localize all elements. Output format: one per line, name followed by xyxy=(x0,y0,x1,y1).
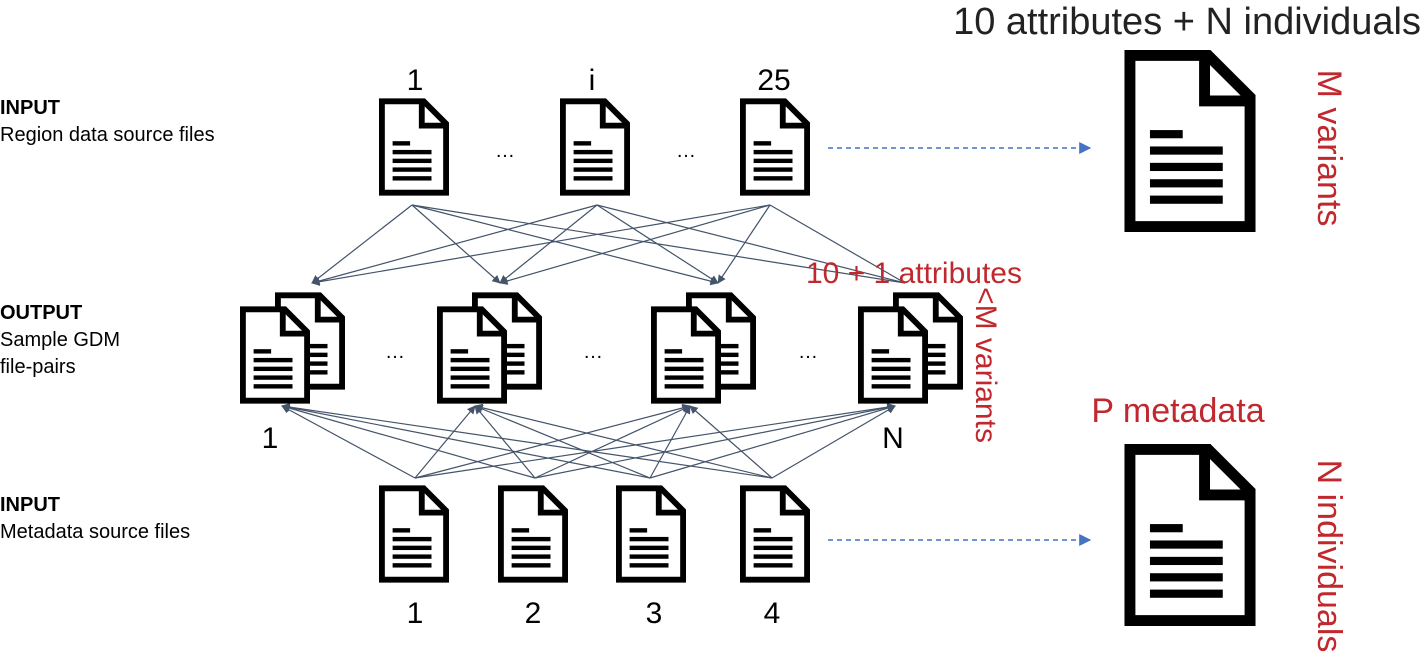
connector-line xyxy=(499,204,771,285)
region-file-25 xyxy=(743,101,807,192)
connector-line xyxy=(281,405,416,479)
metadata-file-2 xyxy=(501,488,565,579)
connector-line xyxy=(414,402,896,479)
output-title: OUTPUT xyxy=(0,302,83,324)
input-meta-subtitle: Metadata source files xyxy=(0,521,191,543)
connector-line xyxy=(499,204,598,284)
sample-pair-N xyxy=(861,295,960,400)
output-label: OUTPUT Sample GDM file-pairs xyxy=(0,300,120,381)
metadata-file-number: 4 xyxy=(764,597,781,630)
sample-pair-2 xyxy=(440,295,539,400)
region-to-sample-connectors xyxy=(311,204,906,286)
connector-line xyxy=(281,403,651,479)
metadata-file-3 xyxy=(619,488,683,579)
connector-line xyxy=(534,405,691,479)
sample-pair-number: 1 xyxy=(262,422,279,455)
region-output-side-label: M variants xyxy=(1310,70,1348,227)
connector-line xyxy=(281,402,773,479)
region-file-number: 25 xyxy=(757,64,790,97)
connector-line xyxy=(474,403,773,479)
connector-line xyxy=(414,405,476,479)
region-output-document xyxy=(1130,55,1250,226)
connector-line xyxy=(689,405,773,479)
input-region-title: INPUT xyxy=(0,97,60,119)
document-icon xyxy=(619,488,683,579)
connector-line xyxy=(414,403,691,479)
ellipsis: … xyxy=(495,140,515,162)
meta-output-document xyxy=(1130,449,1250,620)
input-region-label: INPUT Region data source files xyxy=(0,95,215,149)
region-file-number: i xyxy=(589,64,596,97)
input-meta-title: INPUT xyxy=(0,494,60,516)
ellipsis: … xyxy=(798,341,818,363)
connector-line xyxy=(311,204,413,284)
document-icon xyxy=(1130,55,1250,226)
connector-line xyxy=(534,403,896,479)
output-subtitle-line1: Sample GDM xyxy=(0,329,121,351)
document-icon xyxy=(440,309,504,400)
connector-line xyxy=(474,405,536,479)
connector-line xyxy=(311,204,598,286)
ellipsis: … xyxy=(583,341,603,363)
connector-line xyxy=(596,204,906,284)
document-icon xyxy=(861,309,925,400)
meta-output-title: P metadata xyxy=(1091,392,1264,430)
connector-line xyxy=(769,204,906,284)
connector-line xyxy=(281,404,536,479)
connector-line xyxy=(311,204,771,286)
sample-pair-3 xyxy=(654,295,753,400)
output-subtitle-line2: file-pairs xyxy=(0,356,76,378)
document-icon xyxy=(563,101,627,192)
connector-line xyxy=(649,404,896,479)
document-icon xyxy=(743,488,807,579)
connector-line xyxy=(411,204,719,286)
connector-line xyxy=(474,404,651,479)
document-icon xyxy=(654,309,718,400)
metadata-file-4 xyxy=(743,488,807,579)
sample-pair-number: N xyxy=(882,422,904,455)
connector-line xyxy=(649,405,691,479)
sample-pair-1 xyxy=(243,295,342,400)
meta-output-side-label: N individuals xyxy=(1310,460,1348,653)
input-meta-label: INPUT Metadata source files xyxy=(0,492,190,546)
document-icon xyxy=(743,101,807,192)
document-icon xyxy=(382,101,446,192)
metadata-file-number: 1 xyxy=(407,597,424,630)
metadata-file-number: 3 xyxy=(646,597,663,630)
sample-variants-label: <M variants xyxy=(969,287,1002,443)
region-file-1 xyxy=(382,101,446,192)
document-icon xyxy=(243,309,307,400)
connector-line xyxy=(596,204,719,284)
meta-to-sample-connectors xyxy=(281,402,896,479)
document-icon xyxy=(501,488,565,579)
region-output-title: 10 attributes + N individuals xyxy=(953,1,1421,43)
region-file-i xyxy=(563,101,627,192)
ellipsis: … xyxy=(385,341,405,363)
document-icon xyxy=(382,488,446,579)
metadata-file-number: 2 xyxy=(525,597,542,630)
sample-attributes-label: 10 + 1 attributes xyxy=(806,257,1022,290)
input-region-subtitle: Region data source files xyxy=(0,124,215,146)
connector-line xyxy=(771,405,896,479)
document-icon xyxy=(1130,449,1250,620)
connector-line xyxy=(717,204,771,284)
metadata-file-1 xyxy=(382,488,446,579)
ellipsis: … xyxy=(676,140,696,162)
region-file-number: 1 xyxy=(407,64,424,97)
